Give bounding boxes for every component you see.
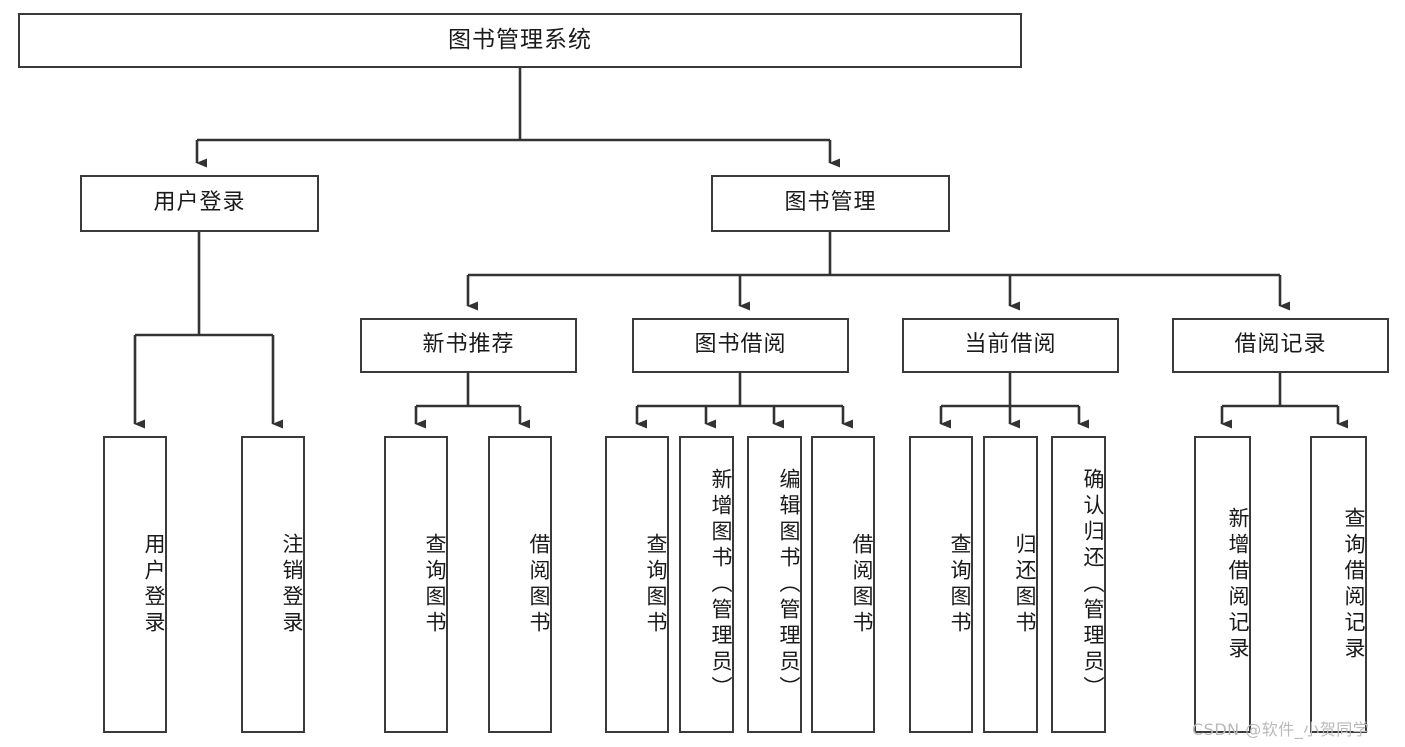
leaf-current-return[interactable]: 归还图书 <box>983 436 1038 733</box>
leaf-borrow-lend-book[interactable]: 借阅图书 <box>811 436 875 733</box>
leaf-current-confirm-return-label: 确认归还（管理员） <box>1081 467 1105 702</box>
leaf-user-logout[interactable]: 注销登录 <box>241 436 305 733</box>
leaf-records-query[interactable]: 查询借阅记录 <box>1310 436 1367 733</box>
node-borrow-records[interactable]: 借阅记录 <box>1172 318 1389 373</box>
leaf-newbook-query-label: 查询图书 <box>423 532 447 637</box>
leaf-user-login[interactable]: 用户登录 <box>103 436 167 733</box>
leaf-newbook-borrow[interactable]: 借阅图书 <box>488 436 552 733</box>
leaf-borrow-query-label: 查询图书 <box>644 532 668 637</box>
leaf-user-login-label: 用户登录 <box>142 532 166 637</box>
node-current-borrow[interactable]: 当前借阅 <box>902 318 1119 373</box>
leaf-newbook-borrow-label: 借阅图书 <box>527 532 551 637</box>
leaf-borrow-lend-book-label: 借阅图书 <box>850 532 874 637</box>
leaf-records-add[interactable]: 新增借阅记录 <box>1194 436 1251 733</box>
node-user-login[interactable]: 用户登录 <box>80 175 319 232</box>
leaf-borrow-edit-book[interactable]: 编辑图书（管理员） <box>747 436 802 733</box>
node-book-management[interactable]: 图书管理 <box>711 175 950 232</box>
leaf-current-query[interactable]: 查询图书 <box>909 436 973 733</box>
node-root[interactable]: 图书管理系统 <box>18 13 1022 68</box>
leaf-user-logout-label: 注销登录 <box>280 532 304 637</box>
leaf-borrow-add-book-label: 新增图书（管理员） <box>709 467 733 702</box>
csdn-watermark: CSDN @软件_小贺同学 <box>1192 720 1370 739</box>
leaf-records-add-label: 新增借阅记录 <box>1226 506 1250 663</box>
leaf-borrow-edit-book-label: 编辑图书（管理员） <box>777 467 801 702</box>
leaf-current-query-label: 查询图书 <box>948 532 972 637</box>
leaf-newbook-query[interactable]: 查询图书 <box>384 436 448 733</box>
leaf-borrow-query[interactable]: 查询图书 <box>605 436 669 733</box>
node-book-borrow[interactable]: 图书借阅 <box>632 318 849 373</box>
leaf-current-confirm-return[interactable]: 确认归还（管理员） <box>1051 436 1106 733</box>
leaf-records-query-label: 查询借阅记录 <box>1342 506 1366 663</box>
leaf-current-return-label: 归还图书 <box>1013 532 1037 637</box>
node-new-book-recommend[interactable]: 新书推荐 <box>360 318 577 373</box>
leaf-borrow-add-book[interactable]: 新增图书（管理员） <box>679 436 734 733</box>
